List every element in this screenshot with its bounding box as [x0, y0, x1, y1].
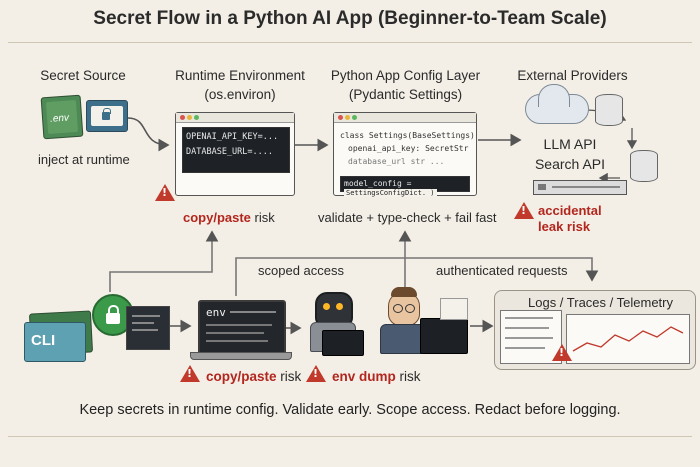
sticky-notes — [440, 298, 468, 320]
warning-icon-env-dump — [306, 365, 326, 382]
code-line-database-url: database_url str ... — [348, 157, 445, 166]
provider-llm-api: LLM API — [543, 136, 597, 152]
warning-icon-copy-paste-top — [155, 184, 175, 201]
database-icon-2 — [630, 150, 658, 182]
header-runtime-environment: Runtime Environment — [175, 68, 305, 83]
warning-icon-logs — [552, 344, 572, 361]
developer-head-icon — [388, 287, 420, 326]
diagram-title: Secret Flow in a Python AI App (Beginner… — [93, 8, 607, 29]
risk-accidental-leak-2: leak risk — [538, 219, 591, 234]
risk-copy-paste-top: copy/paste risk — [183, 210, 275, 225]
inject-at-runtime-label: inject at runtime — [38, 152, 130, 167]
laptop-screen: env — [198, 300, 286, 356]
settings-config-dict: SettingsConfigDict. ) — [344, 189, 437, 197]
scoped-access-label: scoped access — [258, 263, 344, 278]
model-config-line: model_config = SettingsConfigDict. ) — [340, 176, 470, 197]
runtime-terminal: OPENAI_API_KEY=... DATABASE_URL=.... — [182, 127, 290, 173]
database-icon-1 — [595, 94, 623, 126]
title-divider — [8, 42, 692, 43]
terminal-doc — [126, 306, 170, 350]
env-file-label: .env — [49, 112, 70, 125]
robot-laptop — [322, 330, 364, 356]
header-runtime-sub: (os.environ) — [204, 87, 276, 102]
laptop-base — [190, 352, 292, 360]
arrow-source-to-runtime — [127, 117, 170, 152]
risk-env-dump: env dump risk — [332, 369, 421, 384]
header-config-sub: (Pydantic Settings) — [348, 87, 463, 102]
runtime-window: OPENAI_API_KEY=... DATABASE_URL=.... — [175, 112, 295, 196]
arrow-cli-to-runtime — [109, 230, 219, 292]
header-secret-source: Secret Source — [40, 68, 126, 83]
validate-label: validate + type-check + fail fast — [318, 210, 497, 225]
request-log-bar — [533, 180, 627, 195]
warning-icon-copy-paste-bottom — [180, 365, 200, 382]
logs-title: Logs / Traces / Telemetry — [528, 295, 673, 310]
header-external-providers: External Providers — [517, 68, 628, 83]
laptop-env-text: env — [206, 306, 226, 319]
telemetry-chart-icon — [566, 314, 690, 364]
robot-head-icon — [315, 292, 353, 326]
code-line-class: class Settings(BaseSettings) — [340, 131, 475, 140]
arrow-authenticated-requests — [404, 257, 599, 298]
warning-icon-leak — [514, 202, 534, 219]
developer-laptop — [420, 318, 468, 354]
risk-accidental-leak-1: accidental — [538, 203, 602, 218]
cli-label: CLI — [31, 332, 56, 349]
footer-divider — [8, 436, 692, 437]
folder-lock-icon — [86, 100, 128, 132]
env-file-icon: .env — [40, 94, 84, 140]
arrow-scoped-to-config — [235, 230, 412, 296]
terminal-line-database-url: DATABASE_URL=.... — [186, 147, 273, 157]
header-config-layer: Python App Config Layer — [330, 68, 481, 83]
terminal-line-openai-key: OPENAI_API_KEY=... — [186, 132, 279, 142]
footer-guidance: Keep secrets in runtime config. Validate… — [79, 402, 621, 418]
config-code: class Settings(BaseSettings) openai_api_… — [340, 129, 475, 168]
authenticated-requests-label: authenticated requests — [436, 263, 568, 278]
risk-copy-paste-bottom: copy/paste risk — [206, 369, 302, 384]
provider-search-api: Search API — [534, 156, 606, 172]
cloud-top — [538, 84, 570, 107]
cli-card: CLI — [24, 322, 86, 362]
code-line-model-config: model_config = — [344, 179, 412, 188]
code-line-secretstr: openai_api_key: SecretStr — [348, 144, 469, 153]
